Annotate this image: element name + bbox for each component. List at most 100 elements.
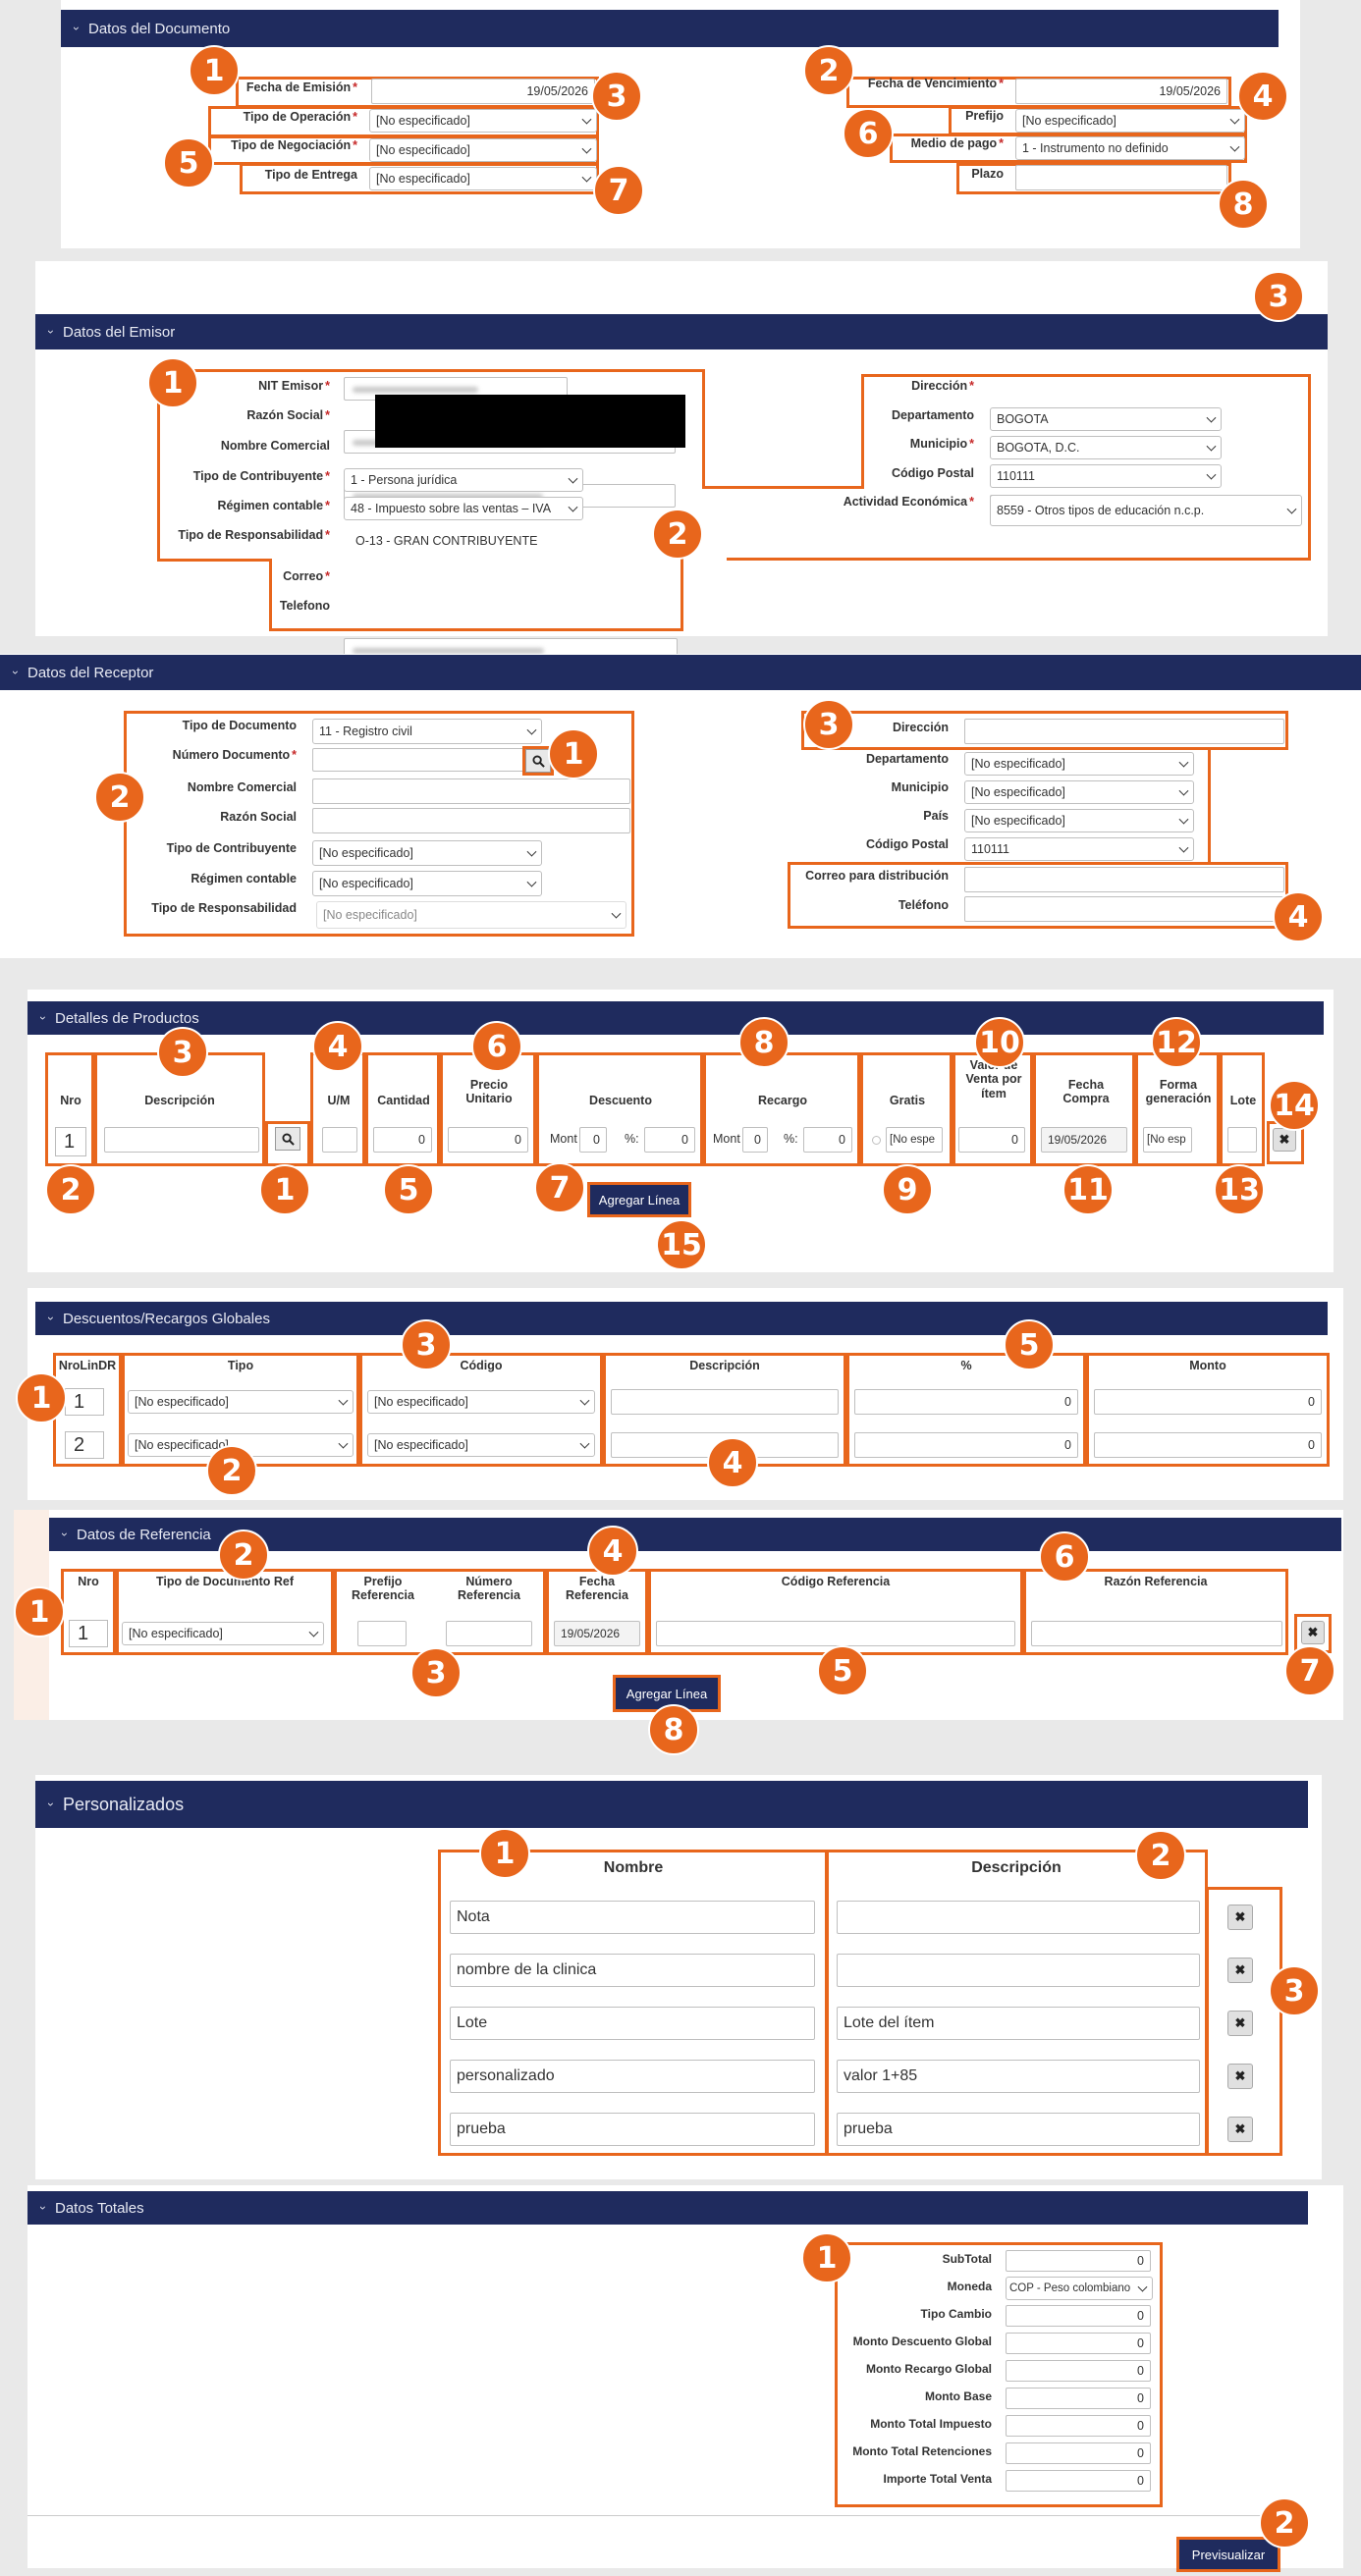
- descripcion-input[interactable]: prueba: [837, 2113, 1200, 2146]
- nombre-input[interactable]: Nota: [450, 1901, 815, 1934]
- callout-13: 13: [1214, 1164, 1265, 1215]
- codigo-select[interactable]: [No especificado]: [367, 1390, 595, 1414]
- tipo-documento-ref-select[interactable]: [No especificado]: [122, 1622, 324, 1645]
- totales-header[interactable]: ›Datos Totales: [27, 2191, 1308, 2225]
- impuesto-input[interactable]: 0: [1006, 2415, 1151, 2437]
- departamento-select[interactable]: BOGOTA: [990, 407, 1222, 431]
- telefono-input[interactable]: [964, 896, 1284, 922]
- delete-row-button[interactable]: ✖: [1273, 1128, 1296, 1152]
- rec-global-input[interactable]: 0: [1006, 2360, 1151, 2382]
- pais-select[interactable]: [No especificado]: [964, 809, 1194, 832]
- medio-pago-select[interactable]: 1 - Instrumento no definido: [1015, 136, 1245, 160]
- close-icon: ✖: [1234, 2015, 1246, 2030]
- delete-row-button[interactable]: ✖: [1301, 1621, 1325, 1644]
- lote-input[interactable]: [1227, 1127, 1257, 1153]
- nombre-input[interactable]: prueba: [450, 2113, 815, 2146]
- codigo-select[interactable]: [No especificado]: [367, 1433, 595, 1457]
- tipo-select[interactable]: [No especificado]: [128, 1390, 354, 1414]
- nombre-comercial-input[interactable]: [312, 778, 630, 804]
- descripcion-input[interactable]: [611, 1389, 839, 1415]
- correo-distribucion-input[interactable]: [964, 867, 1284, 892]
- pct-input[interactable]: 0: [854, 1389, 1078, 1415]
- search-button[interactable]: [525, 749, 551, 773]
- delete-row-button[interactable]: ✖: [1227, 1958, 1253, 1983]
- nombre-input[interactable]: Lote: [450, 2007, 815, 2040]
- tipo-responsabilidad-select[interactable]: [No especificado]: [316, 901, 626, 929]
- valor-input[interactable]: 0: [958, 1127, 1025, 1153]
- numero-documento-input[interactable]: [312, 748, 524, 772]
- municipio-select[interactable]: BOGOTA, D.C.: [990, 436, 1222, 459]
- tipo-operacion-select[interactable]: [No especificado]: [369, 109, 597, 133]
- fecha-compra-input[interactable]: 19/05/2026: [1041, 1127, 1127, 1153]
- razon-social-input[interactable]: [312, 808, 630, 833]
- emisor-header[interactable]: ›Datos del Emisor: [35, 314, 1328, 349]
- regimen-label: Régimen contable*: [217, 499, 330, 512]
- previsualizar-button[interactable]: Previsualizar: [1176, 2537, 1280, 2572]
- regimen-select[interactable]: 48 - Impuesto sobre las ventas – IVA: [344, 497, 583, 520]
- monto-input[interactable]: 0: [1094, 1432, 1322, 1458]
- delete-row-button[interactable]: ✖: [1227, 2064, 1253, 2089]
- plazo-input[interactable]: [1015, 165, 1227, 190]
- precio-input[interactable]: 0: [448, 1127, 528, 1153]
- subtotal-input[interactable]: 0: [1006, 2250, 1151, 2272]
- prefijo-referencia-input[interactable]: [357, 1621, 407, 1646]
- departamento-select[interactable]: [No especificado]: [964, 752, 1194, 776]
- header-nro: Nro: [60, 1094, 82, 1107]
- um-input[interactable]: [322, 1127, 357, 1153]
- fecha-emision-input[interactable]: 19/05/2026: [371, 79, 595, 104]
- gratis-select[interactable]: [No espe: [886, 1127, 943, 1153]
- fecha-venc-input[interactable]: 19/05/2026: [1015, 79, 1227, 104]
- delete-row-button[interactable]: ✖: [1227, 2011, 1253, 2036]
- descuento-pct-input[interactable]: 0: [644, 1127, 695, 1153]
- receptor-header[interactable]: ›Datos del Receptor: [0, 655, 1361, 690]
- direccion-input[interactable]: [964, 719, 1284, 744]
- fecha-referencia-input[interactable]: 19/05/2026: [554, 1621, 640, 1646]
- tipo-cambio-input[interactable]: 0: [1006, 2305, 1151, 2327]
- descripcion-input[interactable]: [104, 1127, 259, 1153]
- gratis-checkbox[interactable]: [872, 1136, 881, 1145]
- agregar-linea-button[interactable]: Agregar Línea: [587, 1182, 691, 1217]
- moneda-select[interactable]: COP - Peso colombiano: [1006, 2277, 1153, 2300]
- nombre-input[interactable]: nombre de la clinica: [450, 1954, 815, 1987]
- totales-box: [835, 2242, 1163, 2507]
- desc-global-input[interactable]: 0: [1006, 2333, 1151, 2354]
- tipo-entrega-select[interactable]: [No especificado]: [369, 167, 597, 190]
- actividad-select[interactable]: 8559 - Otros tipos de educación n.c.p.: [990, 495, 1302, 526]
- importe-input[interactable]: 0: [1006, 2470, 1151, 2492]
- delete-row-button[interactable]: ✖: [1227, 1905, 1253, 1930]
- cantidad-input[interactable]: 0: [373, 1127, 432, 1153]
- retenciones-input[interactable]: 0: [1006, 2442, 1151, 2464]
- descripcion-input[interactable]: Lote del ítem: [837, 2007, 1200, 2040]
- codigo-postal-select[interactable]: 110111: [964, 837, 1194, 861]
- razon-referencia-input[interactable]: [1031, 1621, 1282, 1646]
- monto-input[interactable]: 0: [1094, 1389, 1322, 1415]
- descripcion-input[interactable]: [837, 1954, 1200, 1987]
- tipo-documento-select[interactable]: 11 - Registro civil: [312, 719, 542, 744]
- personalizados-header[interactable]: ›Personalizados: [35, 1781, 1308, 1828]
- search-button[interactable]: [275, 1127, 300, 1151]
- monto-base-input[interactable]: 0: [1006, 2388, 1151, 2409]
- descripcion-input[interactable]: valor 1+85: [837, 2060, 1200, 2093]
- tipo-negociacion-select[interactable]: [No especificado]: [369, 138, 597, 162]
- codigo-referencia-input[interactable]: [656, 1621, 1015, 1646]
- delete-row-button[interactable]: ✖: [1227, 2117, 1253, 2142]
- forma-generacion-select[interactable]: [No esp: [1143, 1127, 1192, 1153]
- tipo-contribuyente-select[interactable]: 1 - Persona jurídica: [344, 468, 583, 492]
- callout-5: 5: [383, 1164, 434, 1215]
- nombre-input[interactable]: personalizado: [450, 2060, 815, 2093]
- recargo-monto-input[interactable]: 0: [742, 1127, 768, 1153]
- descripcion-input[interactable]: [837, 1901, 1200, 1934]
- descuento-monto-input[interactable]: 0: [579, 1127, 607, 1153]
- prefijo-select[interactable]: [No especificado]: [1015, 109, 1245, 133]
- municipio-select[interactable]: [No especificado]: [964, 780, 1194, 804]
- globales-header[interactable]: ›Descuentos/Recargos Globales: [35, 1302, 1328, 1335]
- tipo-contribuyente-select[interactable]: [No especificado]: [312, 840, 542, 866]
- tipo-responsabilidad-value[interactable]: O-13 - GRAN CONTRIBUYENTE: [350, 528, 585, 554]
- documento-header[interactable]: ›Datos del Documento: [61, 10, 1279, 47]
- recargo-pct-input[interactable]: 0: [803, 1127, 852, 1153]
- pct-input[interactable]: 0: [854, 1432, 1078, 1458]
- codigo-postal-select[interactable]: 110111: [990, 464, 1222, 488]
- regimen-select[interactable]: [No especificado]: [312, 871, 542, 896]
- productos-header[interactable]: ›Detalles de Productos: [27, 1001, 1324, 1035]
- numero-referencia-input[interactable]: [446, 1621, 532, 1646]
